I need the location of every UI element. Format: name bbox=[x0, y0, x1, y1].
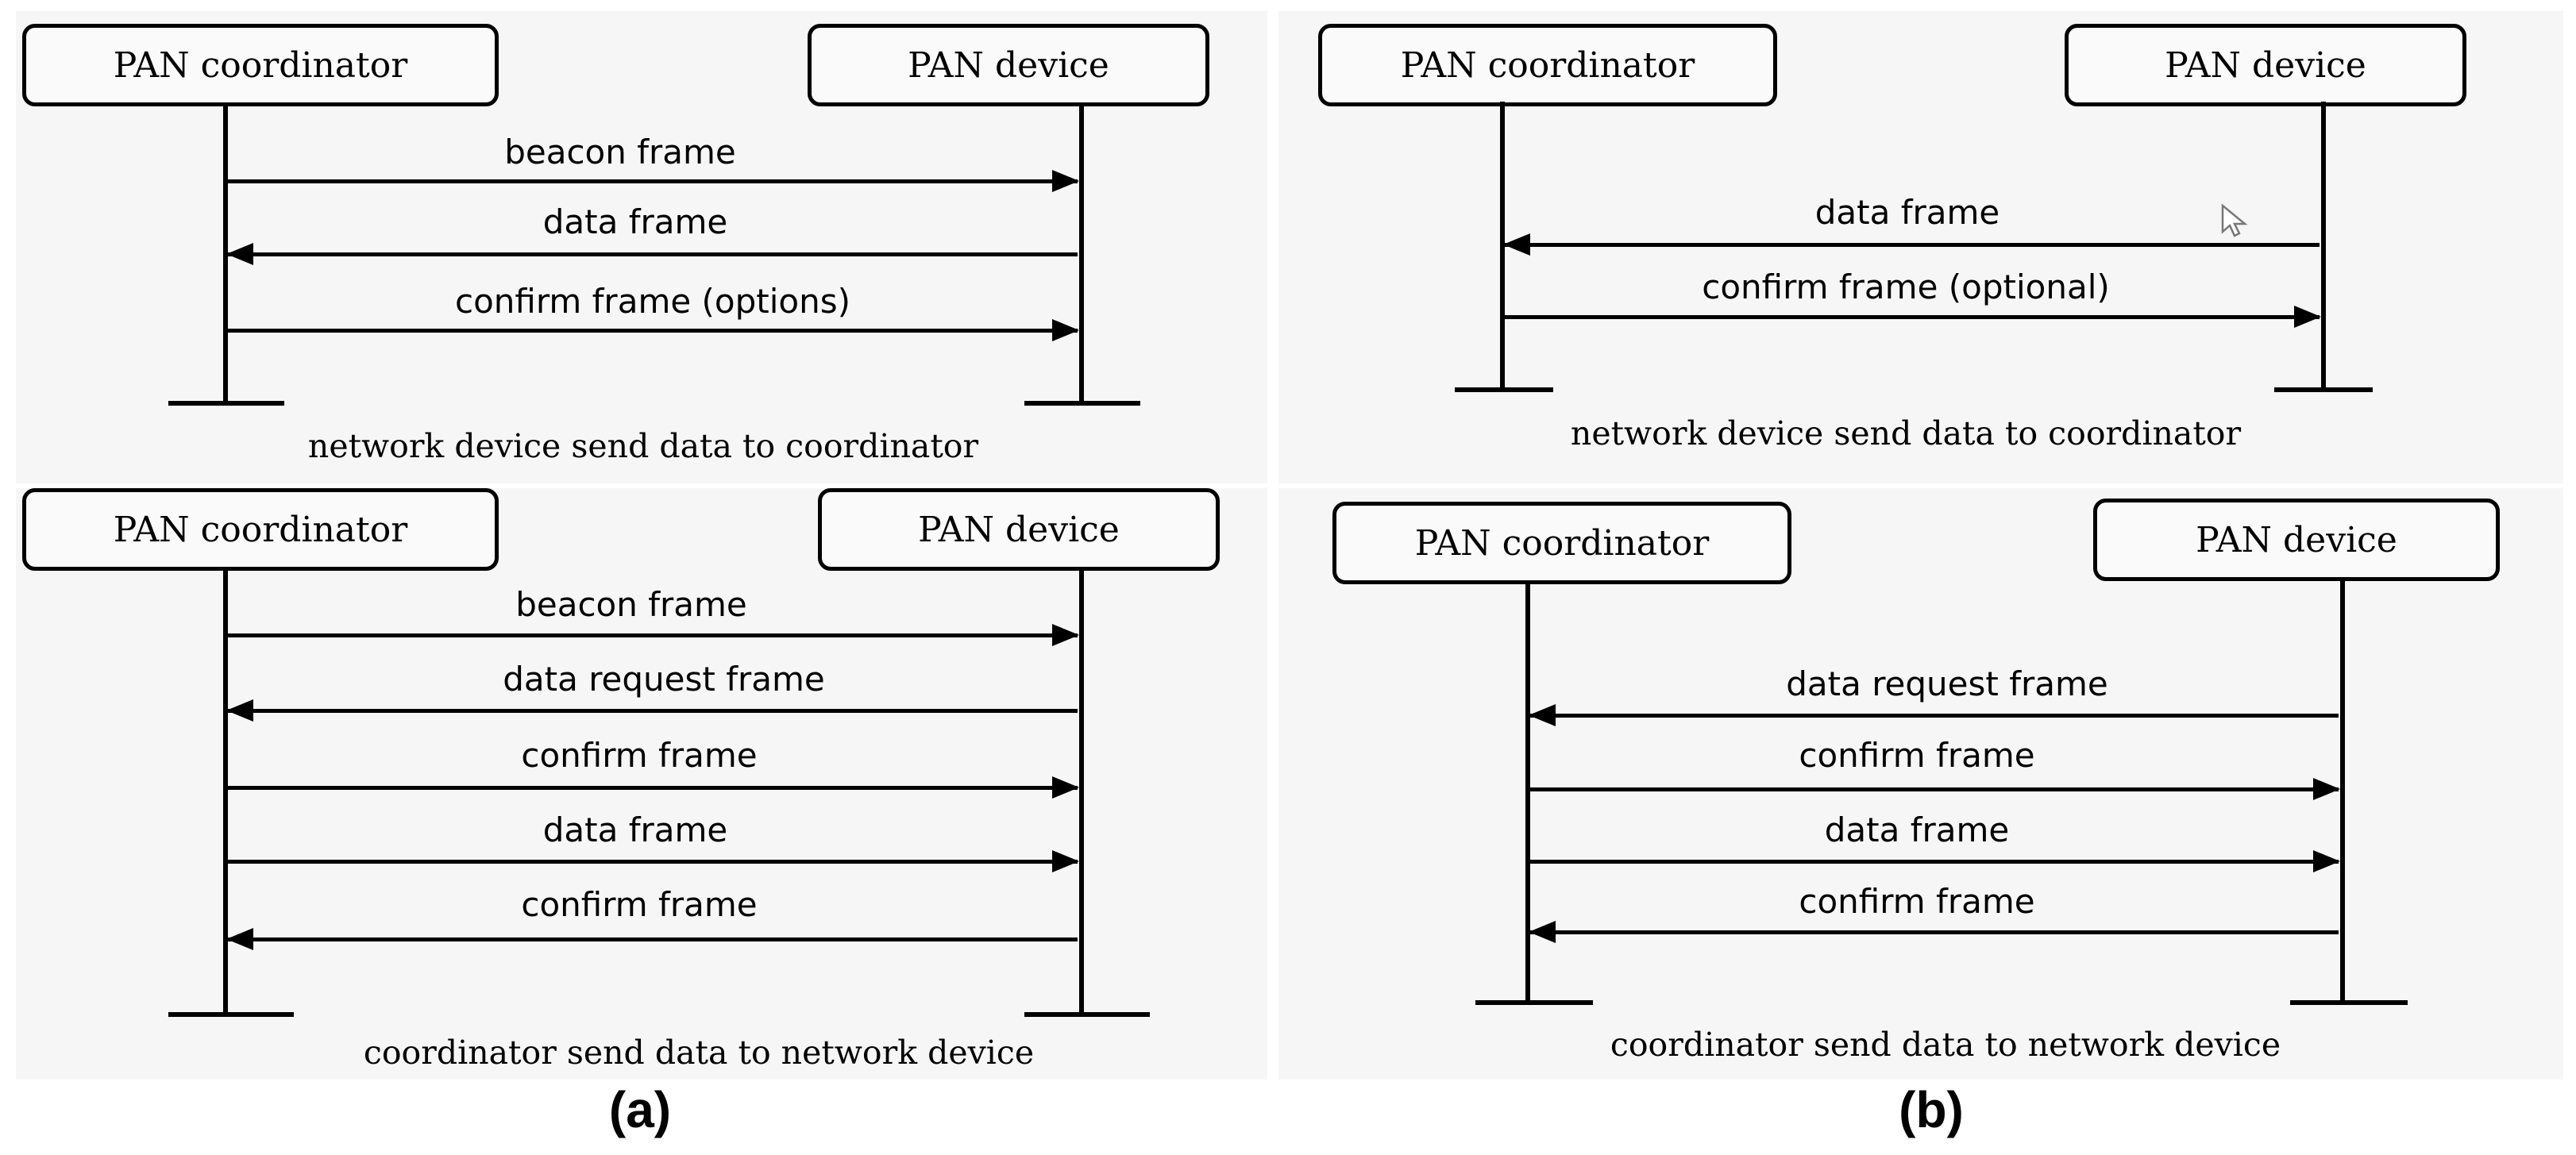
left-lifeline-foot bbox=[168, 401, 284, 406]
right-actor-box: PAN device bbox=[808, 24, 1209, 106]
message-label: data request frame bbox=[1786, 664, 2108, 703]
message-arrow-right bbox=[228, 776, 1079, 799]
message-label: confirm frame (options) bbox=[454, 282, 851, 321]
message-arrow-left bbox=[1529, 921, 2339, 943]
message-arrow-left bbox=[226, 699, 1078, 722]
message-arrow-left bbox=[226, 928, 1078, 950]
message-label: data frame bbox=[542, 202, 728, 241]
right-lifeline-foot bbox=[1024, 401, 1140, 406]
panel-label-a: (a) bbox=[608, 1081, 672, 1138]
message-label: confirm frame bbox=[521, 885, 758, 924]
message-label: confirm frame bbox=[521, 736, 758, 775]
message-label: confirm frame bbox=[1799, 736, 2035, 775]
right-lifeline bbox=[2321, 102, 2326, 391]
diagram-caption: coordinator send data to network device bbox=[363, 1034, 1035, 1072]
left-actor-box: PAN coordinator bbox=[22, 488, 499, 571]
message-label: beacon frame bbox=[504, 133, 736, 171]
diagram-caption: network device send data to coordinator bbox=[1570, 414, 2242, 452]
message-arrow-right bbox=[228, 850, 1079, 872]
message-arrow-right bbox=[228, 319, 1079, 341]
message-arrow-right bbox=[228, 624, 1079, 646]
right-actor-box: PAN device bbox=[2065, 24, 2466, 106]
left-lifeline-foot bbox=[1475, 1000, 1593, 1005]
left-lifeline-foot bbox=[1455, 387, 1553, 392]
diagram-caption: network device send data to coordinator bbox=[307, 427, 979, 465]
left-actor-box: PAN coordinator bbox=[1318, 24, 1777, 106]
diagram-caption: coordinator send data to network device bbox=[1610, 1026, 2281, 1064]
left-actor-box: PAN coordinator bbox=[22, 24, 499, 106]
message-label: data frame bbox=[1824, 810, 2010, 849]
left-lifeline bbox=[223, 571, 228, 1015]
right-lifeline-foot bbox=[1024, 1012, 1150, 1017]
message-arrow-left bbox=[226, 243, 1078, 265]
message-arrow-left bbox=[1503, 233, 2320, 256]
message-label: confirm frame (optional) bbox=[1702, 268, 2110, 306]
message-label: beacon frame bbox=[515, 585, 747, 624]
message-arrow-right bbox=[1530, 778, 2340, 800]
message-arrow-right bbox=[1505, 306, 2321, 328]
left-lifeline bbox=[223, 106, 228, 403]
right-lifeline-foot bbox=[2290, 1000, 2408, 1005]
message-label: data frame bbox=[1814, 193, 2000, 232]
mouse-pointer-icon bbox=[2221, 203, 2248, 237]
right-lifeline bbox=[1079, 571, 1084, 1015]
right-actor-box: PAN device bbox=[2093, 499, 2500, 581]
left-lifeline bbox=[1500, 102, 1505, 391]
right-lifeline bbox=[1079, 106, 1084, 403]
message-label: data frame bbox=[542, 810, 728, 849]
right-actor-box: PAN device bbox=[818, 488, 1220, 571]
message-arrow-left bbox=[1529, 704, 2339, 726]
panel-b-bottom-background bbox=[1278, 488, 2563, 1080]
right-lifeline bbox=[2340, 579, 2345, 1003]
panel-label-b: (b) bbox=[1899, 1081, 1964, 1138]
message-arrow-right bbox=[228, 170, 1079, 192]
message-arrow-right bbox=[1530, 850, 2340, 872]
left-actor-box: PAN coordinator bbox=[1332, 502, 1791, 584]
message-label: data request frame bbox=[503, 660, 825, 699]
left-lifeline-foot bbox=[168, 1012, 294, 1017]
left-lifeline bbox=[1525, 583, 1530, 1003]
message-label: confirm frame bbox=[1799, 882, 2035, 921]
right-lifeline-foot bbox=[2274, 387, 2373, 392]
